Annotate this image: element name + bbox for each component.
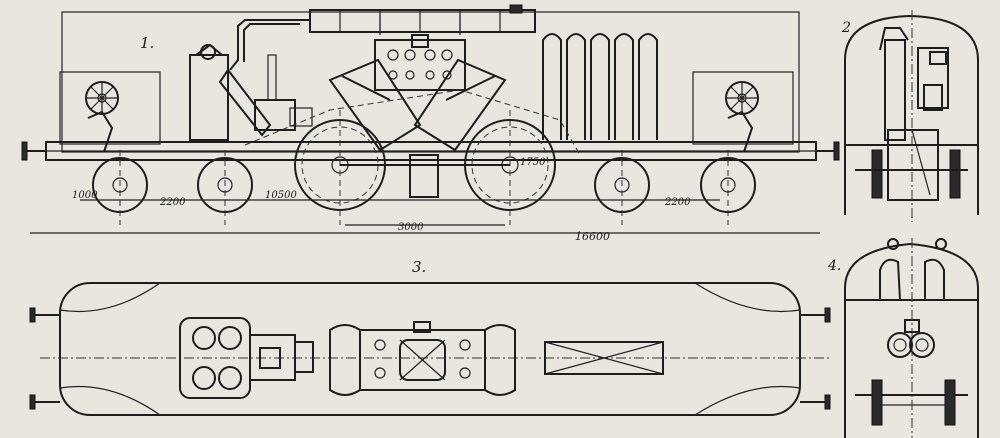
- end-view-2: 2: [841, 10, 979, 222]
- plan-buffers: [29, 307, 831, 410]
- body-outline: [61, 11, 800, 153]
- wheel-6: [700, 150, 756, 225]
- left-cabin: [59, 71, 161, 145]
- dim-overall-length: 16600: [575, 230, 610, 243]
- fig-label-2: 2: [841, 20, 851, 36]
- right-cabin: [692, 71, 794, 145]
- plan-compressor: [179, 317, 314, 399]
- drive-wheel-left: [294, 110, 386, 225]
- dim-wheel-dia: 1000: [72, 190, 98, 201]
- dim-bogie-left: 2200: [159, 197, 186, 208]
- plan-outline: [59, 282, 801, 416]
- left-handwheel-icon: [85, 81, 119, 153]
- wheel-5: [594, 150, 650, 225]
- wheel-2: [197, 150, 253, 225]
- wheel-1: [92, 150, 148, 225]
- dim-axle-base: 3000: [398, 222, 424, 233]
- right-handwheel-icon: [725, 81, 759, 153]
- side-view: 1.: [21, 4, 840, 243]
- right-buffer: [816, 141, 840, 161]
- end-view-2-outline: [844, 14, 979, 215]
- left-buffer: [21, 141, 46, 161]
- fig-label-1: 1.: [140, 34, 154, 52]
- dim-bogie-right: 2200: [664, 197, 691, 208]
- v-engine: [328, 15, 507, 198]
- drive-linkage: [244, 89, 581, 156]
- fig-label-4: 4.: [827, 258, 841, 274]
- plan-view: 3.: [29, 258, 831, 416]
- plan-cylinder-box: [544, 341, 664, 375]
- dim-inner-length: 10500: [265, 190, 297, 201]
- plan-engine: [329, 321, 516, 396]
- end-view-4-outline: [844, 242, 979, 438]
- gas-cylinders: [542, 33, 658, 140]
- end-view-4: 4.: [827, 238, 979, 438]
- fig-label-3: 3.: [412, 258, 426, 276]
- dim-drive-wheel: 1750: [520, 157, 546, 168]
- auxiliary-compressor: [189, 43, 313, 141]
